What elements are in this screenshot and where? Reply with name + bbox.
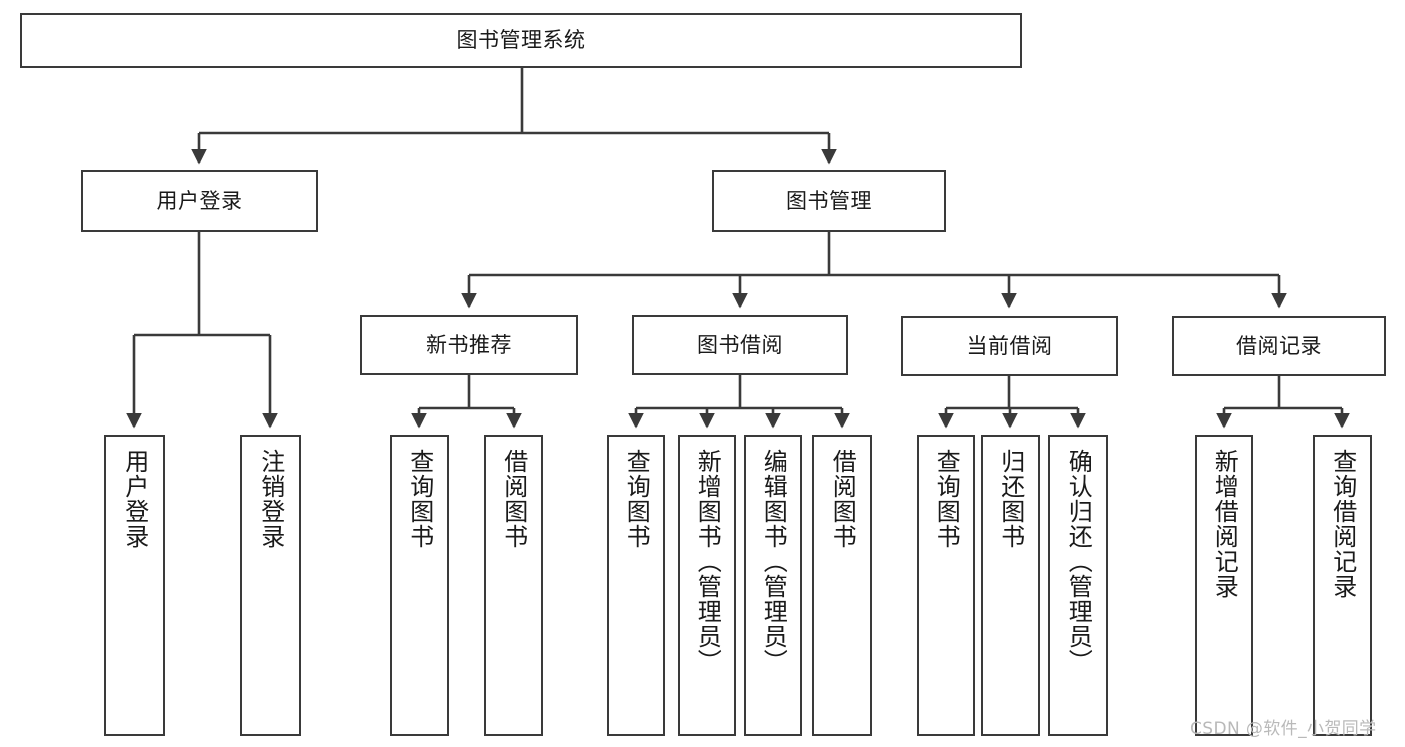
node-current-borrow[interactable]: 当前借阅 [901, 316, 1118, 376]
node-new-book-recommend[interactable]: 新书推荐 [360, 315, 578, 375]
leaf-add-borrow-record[interactable]: 新增借阅记录 [1195, 435, 1253, 736]
node-label: 用户登录 [156, 188, 243, 213]
leaf-query-borrow-record[interactable]: 查询借阅记录 [1313, 435, 1372, 736]
node-user-login[interactable]: 用户登录 [81, 170, 318, 232]
node-label: 注销登录 [256, 449, 285, 549]
leaf-query-book-new[interactable]: 查询图书 [390, 435, 449, 736]
node-label: 确认归还（管理员） [1064, 449, 1093, 674]
node-root-system[interactable]: 图书管理系统 [20, 13, 1022, 68]
leaf-borrow-book-new[interactable]: 借阅图书 [484, 435, 543, 736]
node-book-borrow[interactable]: 图书借阅 [632, 315, 848, 375]
leaf-confirm-return-admin[interactable]: 确认归还（管理员） [1048, 435, 1108, 736]
node-label: 借阅图书 [499, 449, 528, 549]
leaf-query-book-current[interactable]: 查询图书 [917, 435, 975, 736]
node-label: 查询图书 [932, 449, 961, 549]
node-label: 归还图书 [996, 449, 1025, 549]
node-label: 图书管理系统 [456, 28, 586, 53]
watermark-text: CSDN @软件_小贺同学 [1190, 719, 1377, 739]
leaf-query-book-borrow[interactable]: 查询图书 [607, 435, 665, 736]
node-borrow-record[interactable]: 借阅记录 [1172, 316, 1386, 376]
node-label: 图书借阅 [697, 332, 783, 357]
leaf-add-book-admin[interactable]: 新增图书（管理员） [678, 435, 736, 736]
node-label: 借阅记录 [1236, 333, 1322, 358]
node-label: 当前借阅 [966, 333, 1053, 358]
node-label: 新增图书（管理员） [693, 449, 722, 674]
leaf-edit-book-admin[interactable]: 编辑图书（管理员） [744, 435, 802, 736]
node-label: 编辑图书（管理员） [759, 449, 788, 674]
node-label: 借阅图书 [828, 449, 857, 549]
node-label: 查询借阅记录 [1328, 449, 1357, 599]
node-label: 新增借阅记录 [1210, 449, 1239, 599]
leaf-user-logout[interactable]: 注销登录 [240, 435, 301, 736]
node-label: 图书管理 [786, 188, 872, 213]
node-label: 新书推荐 [426, 332, 512, 357]
node-label: 查询图书 [405, 449, 434, 549]
leaf-return-book[interactable]: 归还图书 [981, 435, 1040, 736]
leaf-user-login[interactable]: 用户登录 [104, 435, 165, 736]
node-label: 用户登录 [120, 449, 149, 549]
leaf-borrow-book[interactable]: 借阅图书 [812, 435, 872, 736]
node-book-manage[interactable]: 图书管理 [712, 170, 946, 232]
node-label: 查询图书 [622, 449, 651, 549]
